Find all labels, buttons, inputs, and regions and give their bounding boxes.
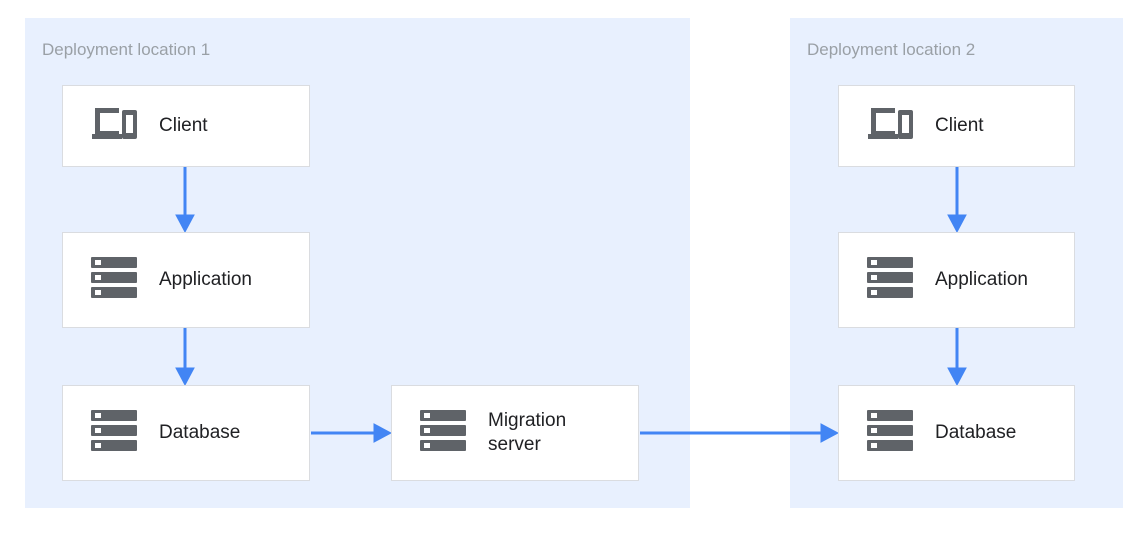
node-database-location-1[interactable]: Database <box>62 385 310 481</box>
node-application-location-2[interactable]: Application <box>838 232 1075 328</box>
node-migration-server[interactable]: Migration server <box>391 385 639 481</box>
node-label: Application <box>935 269 1028 290</box>
zone-title-deployment-location-1: Deployment location 1 <box>42 40 211 59</box>
zone-title-deployment-location-2: Deployment location 2 <box>807 40 976 59</box>
server-rack-icon <box>867 408 913 459</box>
node-label: Application <box>159 269 252 290</box>
server-rack-icon <box>91 408 137 459</box>
server-rack-icon <box>420 408 466 459</box>
node-label: Database <box>159 422 241 443</box>
node-database-location-2[interactable]: Database <box>838 385 1075 481</box>
node-label: Client <box>159 115 208 136</box>
node-application-location-1[interactable]: Application <box>62 232 310 328</box>
node-client-location-2[interactable]: Client <box>838 85 1075 167</box>
client-devices-icon <box>91 104 137 149</box>
server-rack-icon <box>867 255 913 306</box>
server-rack-icon <box>91 255 137 306</box>
client-devices-icon <box>867 104 913 149</box>
node-label: Client <box>935 115 984 136</box>
node-label: Migration server <box>488 410 567 455</box>
node-client-location-1[interactable]: Client <box>62 85 310 167</box>
node-label: Database <box>935 422 1017 443</box>
